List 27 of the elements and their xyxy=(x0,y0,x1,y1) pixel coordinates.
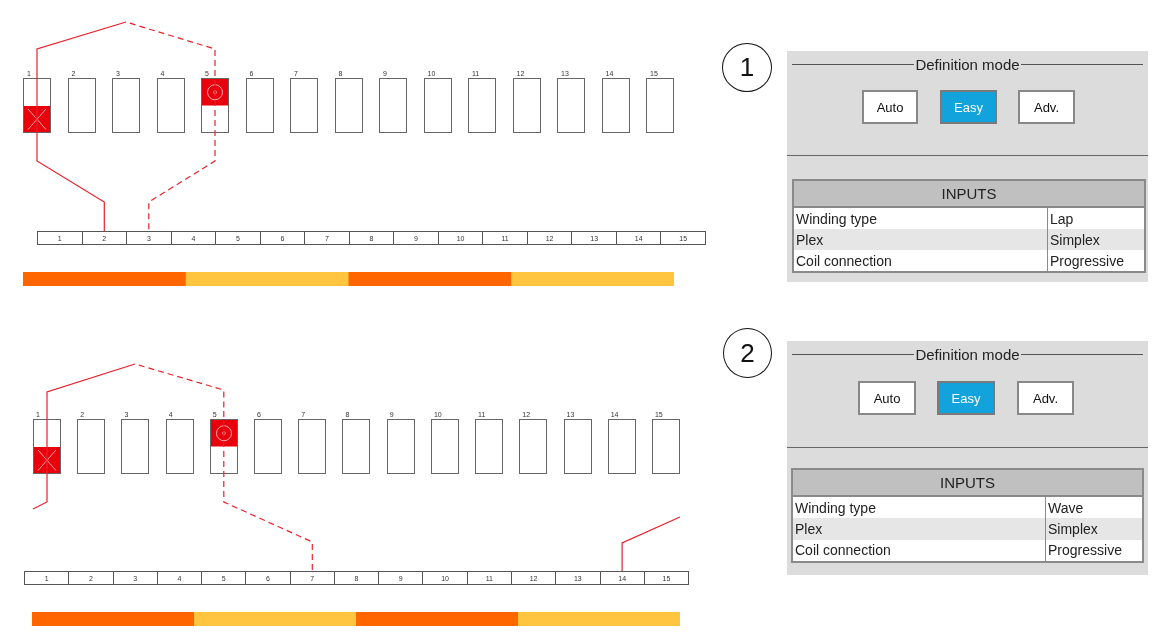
coil-wire xyxy=(148,69,216,232)
mode-button: Easy xyxy=(940,90,997,124)
coil-wire xyxy=(32,473,48,510)
data-table xyxy=(792,179,1146,273)
mode-button: Auto xyxy=(862,90,918,124)
mode-button: Adv. xyxy=(1018,90,1075,124)
mode-button: Adv. xyxy=(1017,381,1074,415)
callout-number: 1 xyxy=(722,43,772,92)
table-header: INPUTS xyxy=(793,470,1142,497)
mode-button: Auto xyxy=(858,381,916,415)
table-cell: Plex xyxy=(794,229,1047,250)
table-cell: Plex xyxy=(793,518,1045,540)
table-cell: Simplex xyxy=(1047,229,1144,250)
mode-button: Easy xyxy=(937,381,995,415)
callout-number: 2 xyxy=(723,328,772,378)
settings-panel xyxy=(787,341,1148,575)
group-heading: Definition mode xyxy=(914,345,1021,363)
settings-panel xyxy=(787,51,1148,282)
data-table xyxy=(791,468,1144,563)
coil-wire xyxy=(46,363,225,475)
table-header: INPUTS xyxy=(794,181,1144,208)
coil-wire xyxy=(36,21,216,134)
group-heading: Definition mode xyxy=(914,55,1021,73)
coil-wire xyxy=(36,132,105,232)
coil-wire xyxy=(223,410,313,572)
table-cell: Simplex xyxy=(1045,518,1142,540)
coil-wire xyxy=(621,516,681,572)
